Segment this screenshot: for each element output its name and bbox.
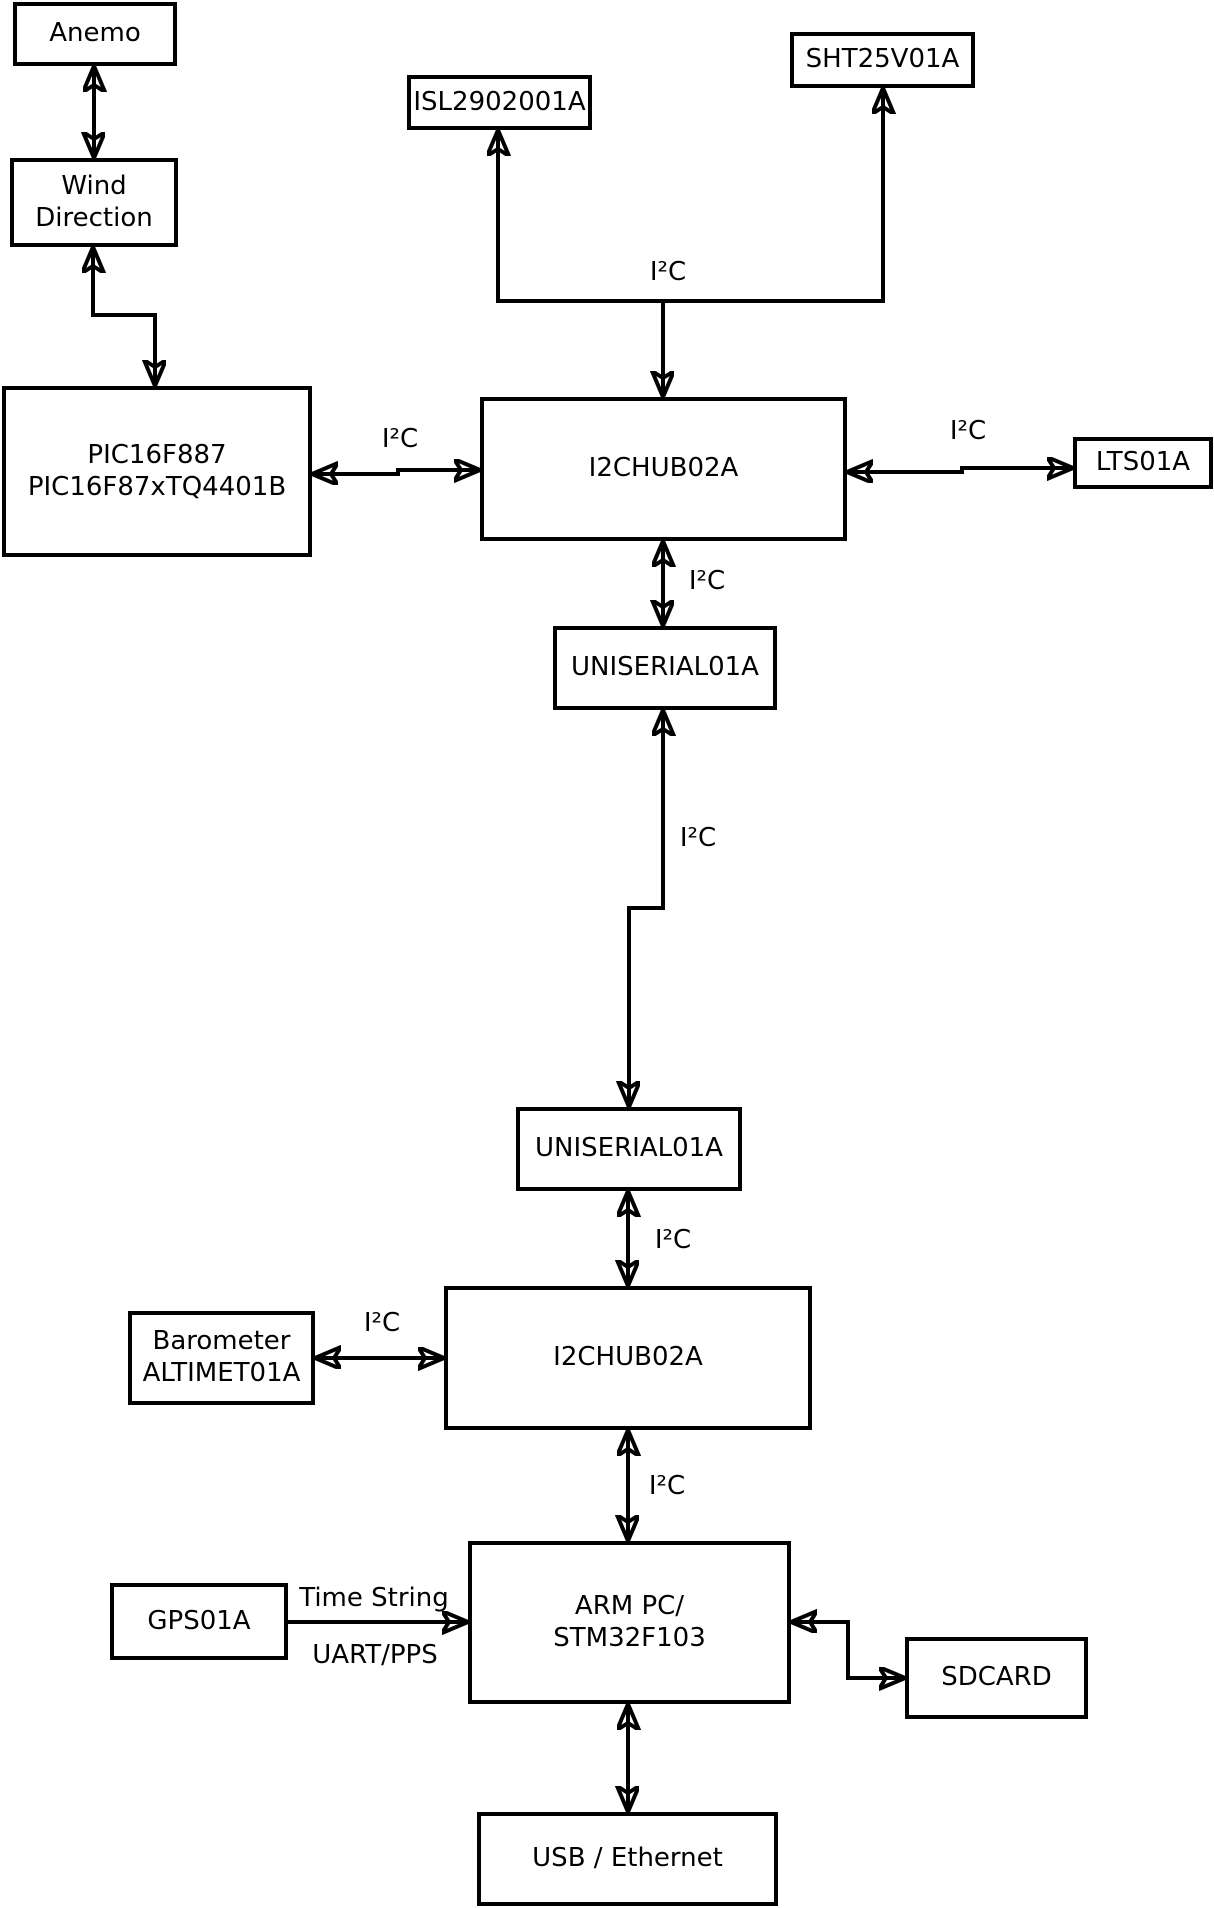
edge-label-i2c-uniserial-hub2: I²C bbox=[654, 1225, 692, 1255]
node-anemo: Anemo bbox=[13, 2, 177, 66]
node-sdcard: SDCARD bbox=[905, 1637, 1088, 1719]
node-arm-pc-stm32f103-label: ARM PC/ STM32F103 bbox=[553, 1590, 706, 1653]
node-lts01a: LTS01A bbox=[1073, 437, 1213, 489]
edge-label-i2c-bus-top: I²C bbox=[649, 257, 687, 287]
node-usb-ethernet-label: USB / Ethernet bbox=[532, 1843, 723, 1874]
node-sht25v01a-label: SHT25V01A bbox=[805, 44, 960, 75]
node-i2chub02a-top-label: I2CHUB02A bbox=[588, 453, 739, 484]
node-anemo-label: Anemo bbox=[49, 18, 141, 49]
node-sdcard-label: SDCARD bbox=[941, 1662, 1052, 1693]
edge-arm-sdcard bbox=[791, 1622, 905, 1678]
edge-pic-hub1 bbox=[312, 470, 480, 474]
edge-label-uart-pps: UART/PPS bbox=[312, 1640, 438, 1670]
edge-label-i2c-uniserial-link: I²C bbox=[679, 823, 717, 853]
node-pic16f887-label: PIC16F887 PIC16F87xTQ4401B bbox=[27, 439, 287, 502]
edge-label-i2c-pic-hub: I²C bbox=[381, 424, 419, 454]
edge-uniserial1-uniserial2 bbox=[629, 710, 663, 1107]
node-arm-pc-stm32f103: ARM PC/ STM32F103 bbox=[468, 1541, 791, 1704]
node-gps01a: GPS01A bbox=[110, 1583, 288, 1660]
node-wind-direction: Wind Direction bbox=[10, 158, 178, 247]
node-gps01a-label: GPS01A bbox=[147, 1605, 251, 1636]
node-lts01a-label: LTS01A bbox=[1095, 447, 1191, 478]
edge-hub1-lts bbox=[847, 468, 1073, 472]
edge-label-i2c-barometer-hub2: I²C bbox=[363, 1308, 401, 1338]
node-uniserial01a-lower: UNISERIAL01A bbox=[516, 1107, 742, 1191]
node-sht25v01a: SHT25V01A bbox=[790, 32, 975, 88]
node-barometer-altimet01a: Barometer ALTIMET01A bbox=[128, 1311, 315, 1405]
node-i2chub02a-bottom-label: I2CHUB02A bbox=[553, 1342, 703, 1373]
node-i2chub02a-bottom: I2CHUB02A bbox=[444, 1286, 812, 1430]
edge-label-time-string: Time String bbox=[299, 1583, 449, 1613]
edge-label-i2c-hub-lts: I²C bbox=[949, 416, 987, 446]
edge-bus-isl-sht bbox=[498, 88, 883, 303]
node-isl2902001a: ISL2902001A bbox=[407, 75, 592, 130]
node-usb-ethernet: USB / Ethernet bbox=[477, 1812, 778, 1906]
node-wind-direction-label: Wind Direction bbox=[35, 170, 153, 233]
node-pic16f887: PIC16F887 PIC16F87xTQ4401B bbox=[2, 386, 312, 557]
node-i2chub02a-top: I2CHUB02A bbox=[480, 397, 847, 541]
node-barometer-altimet01a-label: Barometer ALTIMET01A bbox=[142, 1326, 301, 1388]
edge-label-i2c-hub-uniserial: I²C bbox=[688, 566, 726, 596]
node-uniserial01a-upper: UNISERIAL01A bbox=[553, 626, 777, 710]
node-uniserial01a-lower-label: UNISERIAL01A bbox=[535, 1133, 723, 1164]
edge-label-i2c-hub2-arm: I²C bbox=[648, 1471, 686, 1501]
node-uniserial01a-upper-label: UNISERIAL01A bbox=[571, 652, 759, 683]
edge-wind-pic bbox=[93, 247, 155, 386]
node-isl2902001a-label: ISL2902001A bbox=[413, 86, 586, 117]
